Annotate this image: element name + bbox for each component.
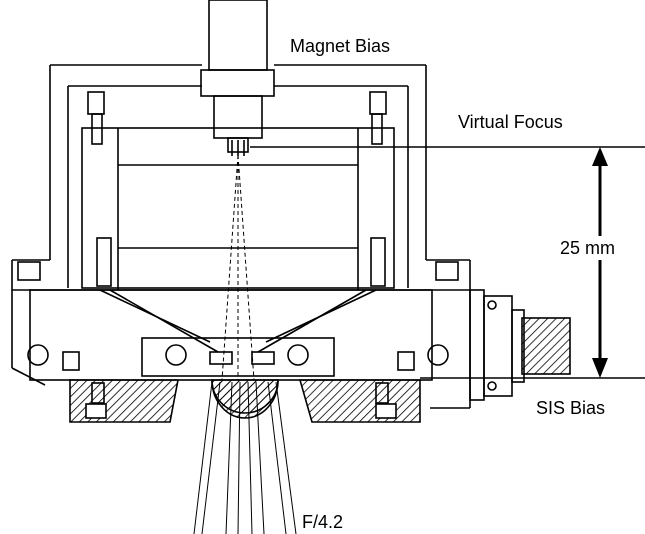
virtual-focus-label: Virtual Focus — [458, 112, 563, 132]
bottom-hatched-plates — [69, 379, 421, 423]
dimension-arrow — [555, 147, 645, 378]
threaded-stub — [521, 317, 571, 375]
sis-bias-label: SIS Bias — [536, 398, 605, 418]
magnet-bias-label: Magnet Bias — [290, 36, 390, 56]
output-beam — [193, 381, 297, 534]
f-number-label: F/4.2 — [302, 512, 343, 532]
dimension-label: 25 mm — [560, 238, 615, 258]
outer-housing — [11, 64, 471, 409]
right-connector — [469, 289, 525, 401]
beam-cone — [221, 154, 255, 381]
magnet — [200, 0, 275, 156]
